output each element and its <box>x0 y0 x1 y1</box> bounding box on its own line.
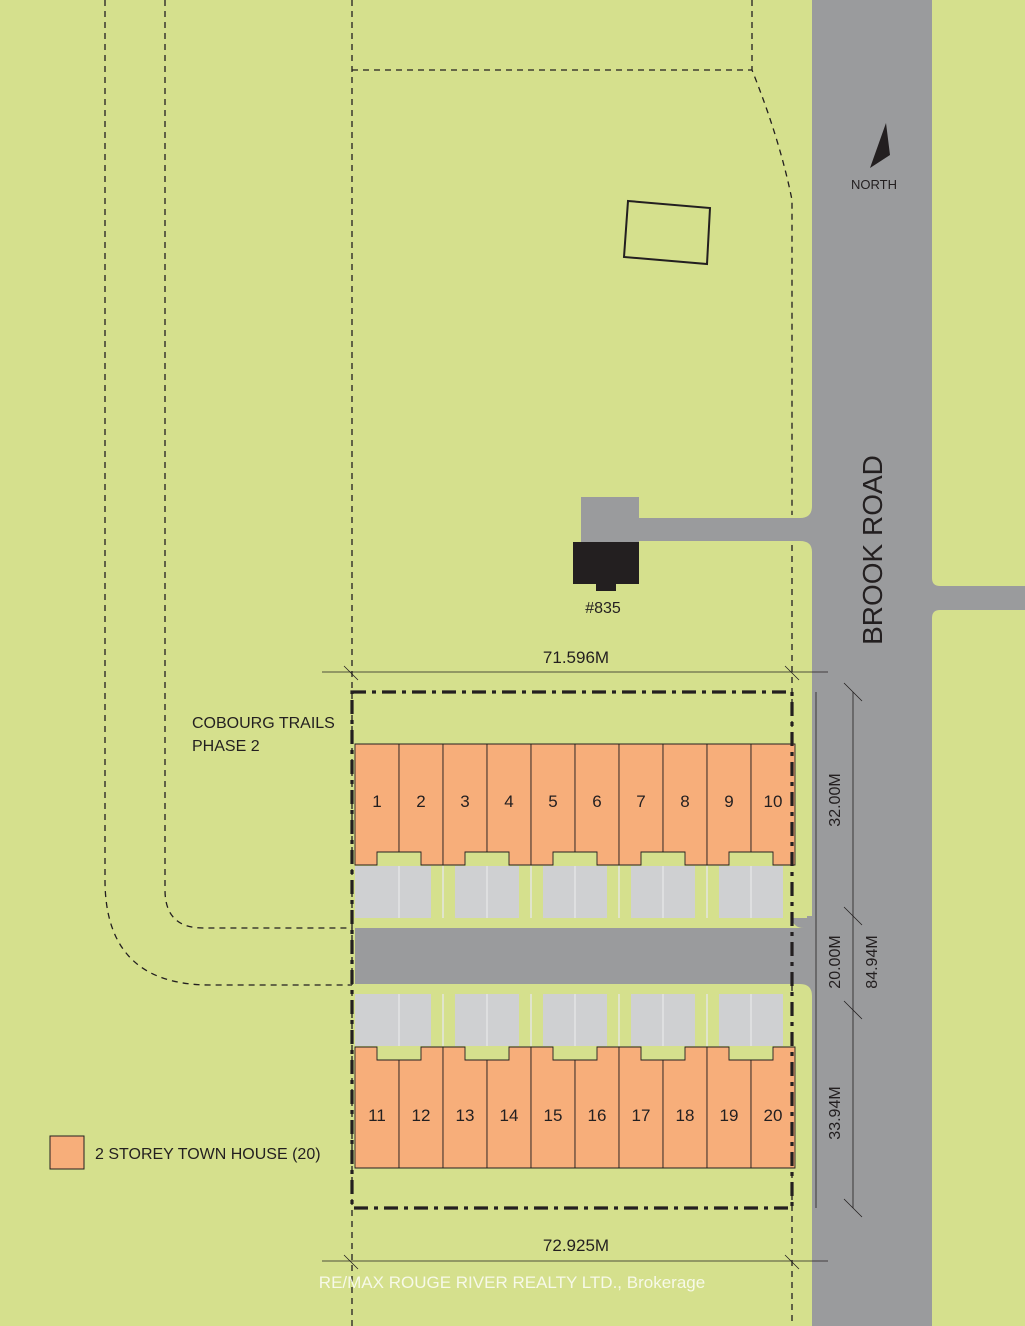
townhouse-unit-10 <box>750 743 796 866</box>
vertical-dimension-lines <box>815 682 863 1218</box>
brook-road <box>812 0 932 1326</box>
phase-label-line1: COBOURG TRAILS <box>192 715 335 732</box>
existing-house-835 <box>573 542 639 591</box>
phase-label-line2: PHASE 2 <box>192 738 260 755</box>
unit-number-15: 15 <box>544 1106 563 1125</box>
unit-number-20: 20 <box>764 1106 783 1125</box>
unit-number-19: 19 <box>720 1106 739 1125</box>
legend-label: 2 STOREY TOWN HOUSE (20) <box>95 1146 321 1163</box>
legend-swatch <box>49 1135 85 1170</box>
site-street-entrance <box>792 916 812 928</box>
driveway-835 <box>581 497 812 552</box>
accessory-building <box>622 199 712 266</box>
townhouse-unit-20 <box>750 1046 796 1169</box>
unit-number-13: 13 <box>456 1106 475 1125</box>
north-label: NORTH <box>851 177 897 192</box>
site-boundary <box>350 690 794 1210</box>
side-road <box>932 578 1025 618</box>
unit-number-17: 17 <box>632 1106 651 1125</box>
dimension-upper-block: 32.00M <box>827 773 844 826</box>
unit-number-9: 9 <box>724 792 733 811</box>
dimension-lower-block: 33.94M <box>827 1086 844 1139</box>
road-name: BROOK ROAD <box>857 455 888 645</box>
unit-number-4: 4 <box>504 792 513 811</box>
unit-number-6: 6 <box>592 792 601 811</box>
unit-number-5: 5 <box>548 792 557 811</box>
unit-number-11: 11 <box>368 1106 386 1125</box>
unit-number-2: 2 <box>416 792 425 811</box>
unit-number-7: 7 <box>636 792 645 811</box>
unit-number-3: 3 <box>460 792 469 811</box>
bottom-dimension-line <box>322 1254 828 1270</box>
existing-house-label: #835 <box>585 600 621 617</box>
unit-number-8: 8 <box>680 792 689 811</box>
unit-number-1: 1 <box>372 792 381 811</box>
dimension-bottom: 72.925M <box>543 1236 609 1255</box>
unit-number-12: 12 <box>412 1106 431 1125</box>
watermark: RE/MAX ROUGE RIVER REALTY LTD., Brokerag… <box>319 1273 705 1292</box>
unit-number-16: 16 <box>588 1106 607 1125</box>
north-arrow-icon <box>870 123 890 168</box>
upper-driveways <box>355 852 807 918</box>
dimension-total: 84.94M <box>864 935 881 988</box>
unit-number-18: 18 <box>676 1106 695 1125</box>
site-street <box>355 928 812 996</box>
unit-number-10: 10 <box>764 792 783 811</box>
dimension-top: 71.596M <box>543 648 609 667</box>
top-dimension-line <box>322 665 828 681</box>
dimension-street: 20.00M <box>827 935 844 988</box>
unit-number-14: 14 <box>500 1106 519 1125</box>
